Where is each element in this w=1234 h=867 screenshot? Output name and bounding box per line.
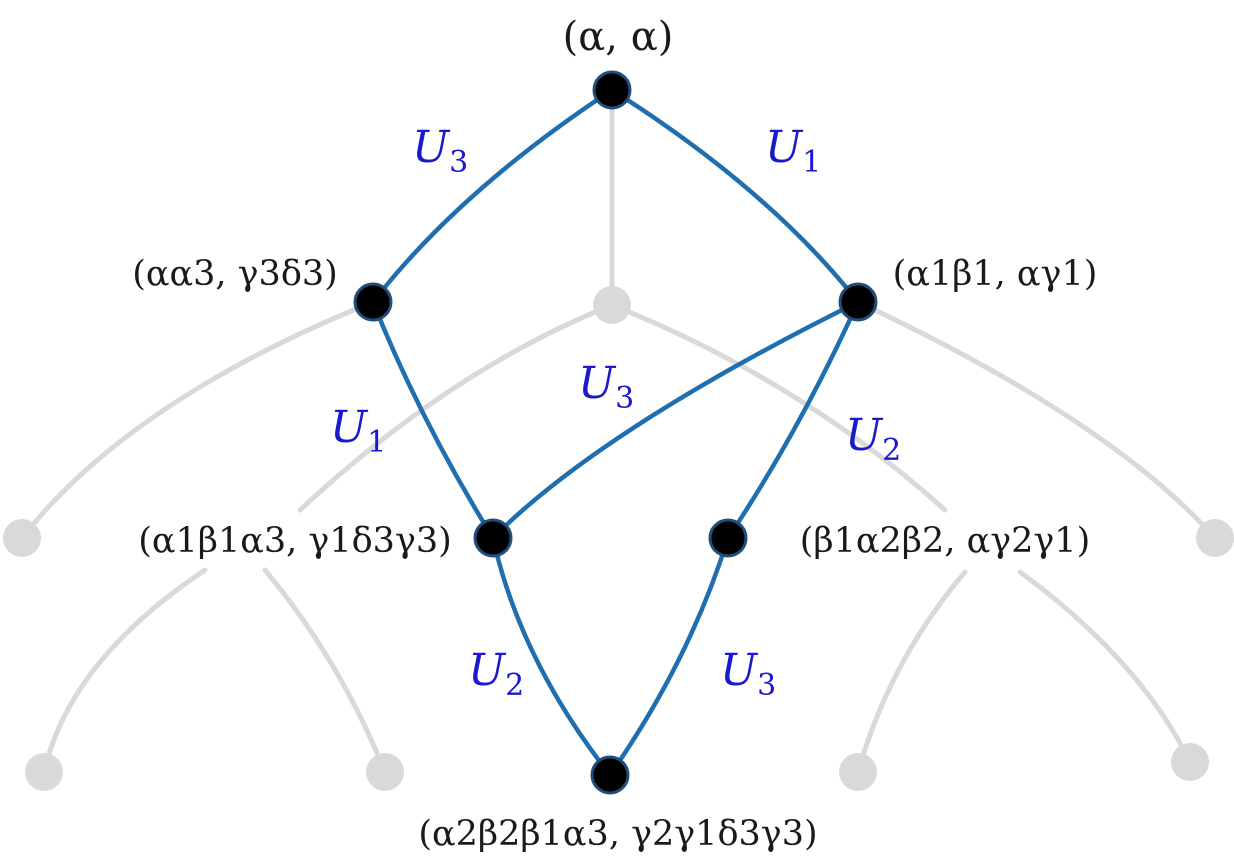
- edge-right1-midright2: [725, 299, 861, 541]
- gray-edge-right1-farright: [855, 299, 1218, 541]
- label-bottom: (α2β2β1α3, γ2γ1δ3γ3): [418, 814, 817, 854]
- label-root: (α, α): [563, 14, 674, 60]
- edge-label-root-left1: U3: [412, 122, 468, 180]
- edge-root-left1: [370, 87, 615, 305]
- gray-edge-midleft-bl2: [262, 567, 388, 775]
- label-midright2: (β1α2β2, αγ2γ1): [800, 521, 1090, 561]
- inactive-edges: [19, 87, 1218, 775]
- gray-edge-center-right: [609, 302, 948, 513]
- gray-edge-center-left: [297, 302, 615, 513]
- edge-label-left1-midleft2: U1: [330, 402, 386, 460]
- gray-node-far-left: [3, 519, 41, 557]
- gray-node-far-right: [1196, 519, 1234, 557]
- edge-labels: U3 U1 U1 U3 U2 U2 U3: [330, 122, 901, 703]
- edge-label-right1-midleft2: U3: [578, 358, 634, 416]
- node-bottom: [590, 755, 630, 795]
- active-nodes: [353, 70, 878, 795]
- label-right1: (α1β1, αγ1): [893, 254, 1098, 294]
- edge-label-midleft2-bottom: U2: [468, 645, 524, 703]
- inactive-nodes: [3, 286, 1234, 791]
- edge-right1-midleft2: [490, 299, 861, 541]
- node-midleft2: [473, 518, 513, 558]
- gray-node-center: [593, 286, 631, 324]
- edge-left1-midleft2: [370, 299, 496, 541]
- edge-label-midright2-bottom: U3: [720, 645, 776, 703]
- gray-node-bottom-left-1: [25, 753, 63, 791]
- label-midleft2: (α1β1α3, γ1δ3γ3): [138, 521, 452, 561]
- node-right1: [838, 282, 878, 322]
- gray-node-bottom-right-1: [839, 753, 877, 791]
- node-labels: (α, α) (αα3, γ3δ3) (α1β1, αγ1) (α1β1α3, …: [132, 14, 1097, 854]
- edge-midright2-bottom: [607, 535, 731, 778]
- label-left1: (αα3, γ3δ3): [132, 254, 338, 294]
- edge-label-root-right1: U1: [765, 122, 821, 180]
- gray-node-bottom-left-2: [366, 753, 404, 791]
- edge-midleft2-bottom: [490, 535, 613, 778]
- gray-edge-midright-br1: [855, 569, 968, 775]
- active-edges: [370, 87, 861, 778]
- edge-root-right1: [609, 87, 861, 305]
- node-left1: [353, 282, 393, 322]
- edge-label-right1-midright2: U2: [845, 410, 901, 468]
- gray-edge-midright-br2: [1017, 569, 1193, 765]
- node-root: [592, 70, 632, 110]
- gray-edge-left1-farleft: [19, 299, 376, 541]
- gray-edge-midleft-bl1: [41, 567, 208, 775]
- gray-node-bottom-right-2: [1171, 743, 1209, 781]
- node-midright2: [708, 518, 748, 558]
